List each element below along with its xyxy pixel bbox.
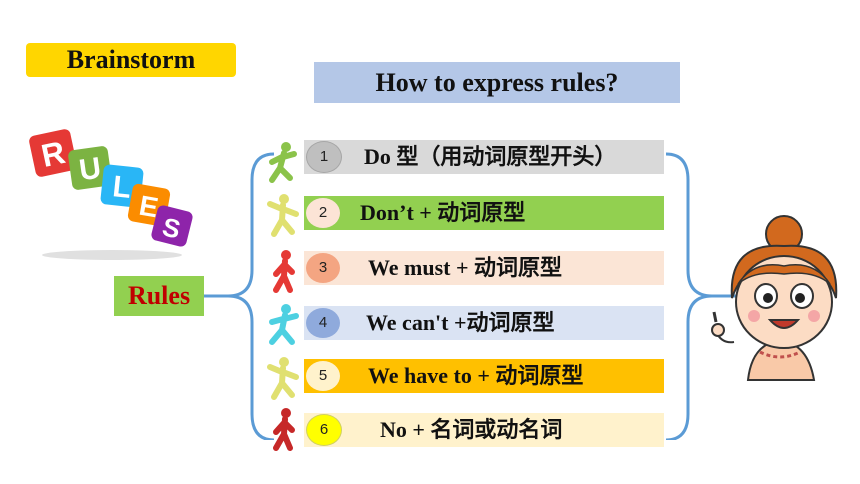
block-s: S [151, 205, 193, 247]
running-figure-icon [273, 408, 295, 451]
rules-blocks-logo: R U L E S [29, 129, 193, 260]
block-r: R [29, 129, 77, 177]
running-figure-icon [267, 357, 299, 400]
rules-label: Rules [114, 276, 204, 316]
rule-number: 6 [306, 414, 342, 446]
block-u: U [68, 146, 112, 190]
rule-text: Don’t + 动词原型 [360, 200, 526, 225]
rule-number: 2 [306, 198, 340, 228]
svg-text:E: E [137, 190, 161, 224]
rule-row-1: 1 Do 型（用动词原型开头） [304, 140, 664, 174]
question-banner: How to express rules? [314, 62, 680, 103]
rule-row-3: 3 We must + 动词原型 [304, 251, 664, 285]
rule-row-2: 2 Don’t + 动词原型 [304, 196, 664, 230]
rule-number: 4 [306, 308, 340, 338]
rule-text: We have to + 动词原型 [368, 363, 584, 388]
cartoon-girl-icon [711, 215, 838, 381]
svg-text:U: U [77, 152, 103, 188]
rule-row-5: 5 We have to + 动词原型 [304, 359, 664, 393]
rule-text: No + 名词或动名词 [380, 417, 563, 442]
running-figure-icon [267, 194, 299, 237]
rule-text: We can't +动词原型 [366, 310, 555, 335]
running-figure-icon [269, 142, 297, 183]
rule-text: Do 型（用动词原型开头） [364, 144, 617, 169]
rule-text: We must + 动词原型 [368, 255, 563, 280]
brainstorm-label: Brainstorm [26, 43, 236, 77]
running-figure-icon [273, 250, 295, 293]
rule-number: 3 [306, 253, 340, 283]
rule-row-4: 4 We can't +动词原型 [304, 306, 664, 340]
rule-number: 1 [306, 141, 342, 173]
curly-bracket [204, 152, 736, 440]
svg-text:L: L [111, 170, 133, 205]
rule-number: 5 [306, 361, 340, 391]
running-figure-icon [269, 304, 299, 345]
rule-row-6: 6 No + 名词或动名词 [304, 413, 664, 447]
